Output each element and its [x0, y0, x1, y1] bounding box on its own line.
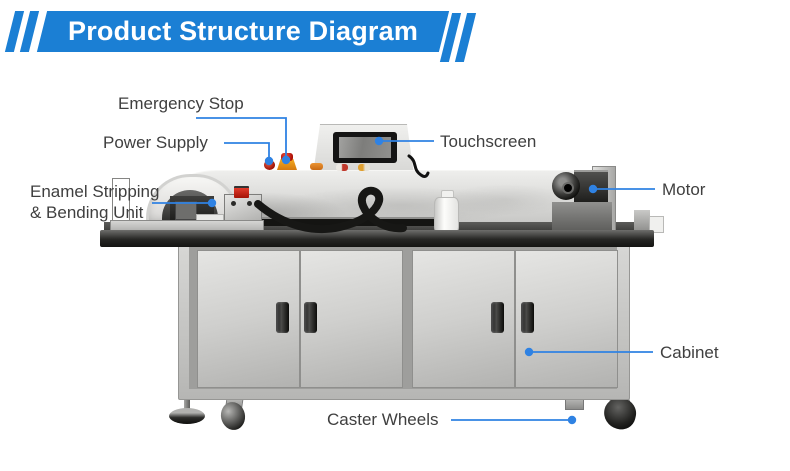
- label-cabinet: Cabinet: [660, 343, 719, 362]
- power-supply-button: [264, 160, 275, 170]
- table-fixture-1: [634, 210, 650, 230]
- control-button-2: [336, 164, 348, 171]
- label-enamel-unit: Enamel Stripping & Bending Unit: [30, 181, 159, 223]
- carriage-red-button: [234, 186, 249, 198]
- motor-shaft-icon: [562, 182, 574, 194]
- control-button-1: [310, 163, 323, 170]
- motor-pedestal: [552, 202, 612, 232]
- motor-pedestal-face: [557, 208, 601, 230]
- label-touchscreen: Touchscreen: [440, 132, 537, 151]
- door-handle: [491, 302, 504, 333]
- title-banner-bg: Product Structure Diagram: [36, 11, 450, 52]
- caster-wheel-far-right: [600, 394, 640, 433]
- emergency-stop-base: [277, 159, 297, 170]
- bolt-icon: [247, 201, 252, 206]
- label-motor: Motor: [662, 180, 706, 199]
- wire-spool: [434, 197, 459, 234]
- touchscreen-screen: [339, 137, 391, 158]
- door-handle: [521, 302, 534, 333]
- caster-wheel-right: [558, 399, 591, 434]
- motor-bracket: [613, 172, 631, 230]
- bolt-icon: [231, 201, 236, 206]
- stripping-unit-face: [175, 201, 197, 220]
- door-handle: [276, 302, 289, 333]
- table-fixture-2: [649, 216, 664, 233]
- label-enamel-unit-line1: Enamel Stripping: [30, 182, 160, 201]
- cabinet-door-2: [300, 250, 403, 388]
- label-caster-wheels: Caster Wheels: [327, 410, 439, 429]
- leveling-foot-stem: [184, 398, 190, 410]
- page-title: Product Structure Diagram: [68, 16, 419, 46]
- leader-power-supply: [224, 142, 270, 157]
- work-table-front: [100, 230, 654, 247]
- caster-wheel-left: [218, 399, 248, 433]
- control-button-3: [358, 164, 370, 171]
- leader-emergency-stop: [196, 117, 287, 157]
- banner-stripe-left-2: [19, 11, 40, 52]
- label-power-supply: Power Supply: [103, 133, 208, 152]
- emergency-stop-button: [281, 153, 293, 161]
- label-enamel-unit-line2: & Bending Unit: [30, 203, 144, 222]
- label-emergency-stop: Emergency Stop: [118, 94, 244, 113]
- linear-rail: [252, 219, 452, 226]
- title-banner: Product Structure Diagram: [4, 11, 477, 62]
- leveling-foot: [169, 408, 205, 424]
- door-handle: [304, 302, 317, 333]
